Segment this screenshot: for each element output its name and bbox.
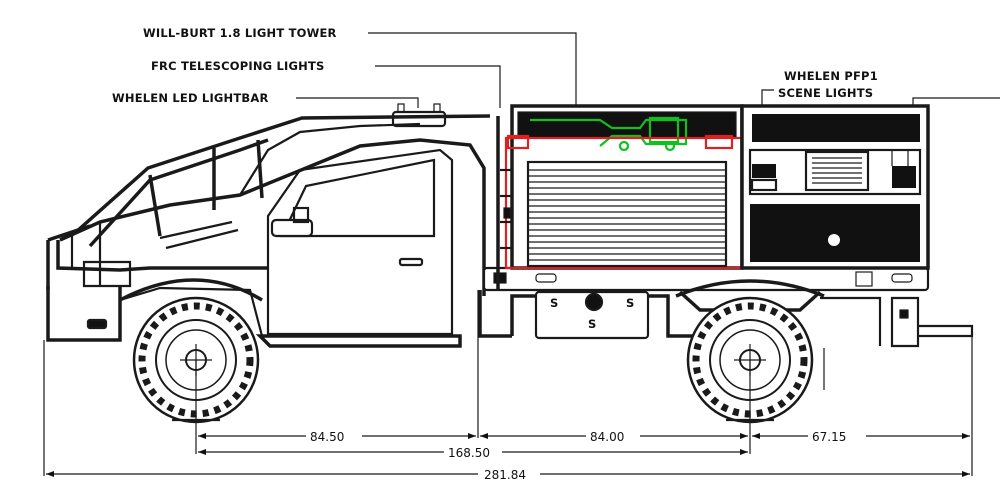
callout-telescoping-lights: FRC TELESCOPING LIGHTS <box>151 59 325 73</box>
front-fender <box>119 278 263 302</box>
callout-scene-lights-line2: SCENE LIGHTS <box>778 86 873 100</box>
callout-scene-lights-line1: WHELEN PFP1 <box>784 69 878 83</box>
front-compartment <box>500 104 744 270</box>
dim-wheelbase: 168.50 <box>448 446 490 460</box>
dim-overall-length: 281.84 <box>484 468 526 482</box>
svg-text:S: S <box>550 296 558 310</box>
dim-front-to-body: 84.50 <box>310 430 344 444</box>
bed-frame: S S S <box>478 116 974 390</box>
svg-text:S: S <box>626 296 634 310</box>
callout-led-lightbar: WHELEN LED LIGHTBAR <box>112 91 269 105</box>
dimension-lines <box>43 290 973 477</box>
callout-light-tower: WILL-BURT 1.8 LIGHT TOWER <box>143 26 337 40</box>
dim-body-to-rear-axle: 84.00 <box>590 430 624 444</box>
dim-rear-overhang: 67.15 <box>812 430 846 444</box>
roll-cage <box>46 114 491 290</box>
rear-fender <box>675 279 825 298</box>
svg-text:S: S <box>588 317 596 331</box>
rear-compartment <box>740 104 930 270</box>
callout-leaders <box>296 32 1000 108</box>
cab <box>46 103 486 348</box>
